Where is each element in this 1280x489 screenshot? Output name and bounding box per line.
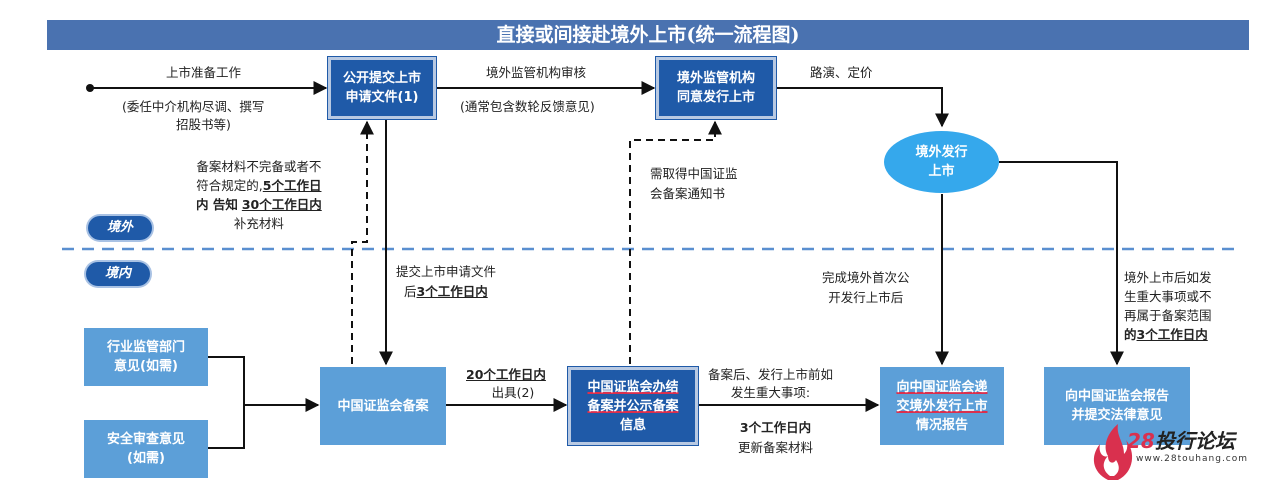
label-prep-detail-1: (委任中介机构尽调、撰写 — [122, 99, 265, 114]
label-overseas-review-detail: (通常包含数轮反馈意见) — [460, 99, 595, 114]
node-overseas-approval: 境外监管机构同意发行上市 — [656, 57, 776, 119]
node-report-listing: 向中国证监会递交境外发行上市情况报告 — [880, 367, 1004, 445]
arrow-industry — [208, 356, 245, 405]
region-domestic: 境内 — [86, 262, 150, 286]
node-overseas-listing: 境外发行上市 — [884, 131, 999, 193]
arrow-security — [208, 405, 245, 449]
label-need-notice: 需取得中国证监 会备案通知书 — [650, 166, 738, 201]
label-roadshow: 路演、定价 — [810, 65, 873, 80]
label-prep-detail-2: 招股书等) — [176, 117, 231, 132]
dashed-incomplete — [351, 120, 374, 364]
label-incomplete: 备案材料不完备或者不 符合规定的,5个工作日 内 告知 30个工作日内 补充材料 — [196, 159, 322, 231]
label-twenty-days: 20个工作日内 出具(2) — [466, 367, 546, 400]
node-submit-application: 公开提交上市申请文件(1) — [328, 57, 436, 119]
label-major-event: 境外上市后如发 生重大事项或不 再属于备案范围 的3个工作日内 — [1124, 270, 1212, 342]
label-prep-work: 上市准备工作 — [166, 65, 242, 80]
watermark-url: www.28touhang.com — [1136, 454, 1249, 464]
label-submit-after: 提交上市申请文件 后3个工作日内 — [396, 264, 497, 299]
label-overseas-review: 境外监管机构审核 — [486, 65, 587, 80]
watermark-brand: 28投行论坛 — [1127, 429, 1235, 453]
watermark-flame-logo — [1093, 424, 1133, 480]
node-security-review: 安全审查意见(如需) — [84, 420, 208, 478]
label-before-listing: 备案后、发行上市前如 发生重大事项: — [708, 367, 834, 400]
arrow-roadshow — [776, 87, 949, 128]
label-update: 3个工作日内 更新备案材料 — [738, 420, 814, 455]
dashed-need-notice — [629, 120, 722, 364]
region-overseas: 境外 — [88, 216, 152, 240]
arrow-major-event — [999, 161, 1124, 366]
label-first-offering: 完成境外首次公 开发行上市后 — [822, 270, 910, 305]
node-csrc-filing: 中国证监会备案 — [320, 367, 446, 445]
diagram-title: 直接或间接赴境外上市(统一流程图) — [47, 20, 1249, 50]
node-industry-opinion: 行业监管部门意见(如需) — [84, 328, 208, 386]
node-csrc-complete: 中国证监会办结备案并公示备案信息 — [568, 367, 698, 445]
